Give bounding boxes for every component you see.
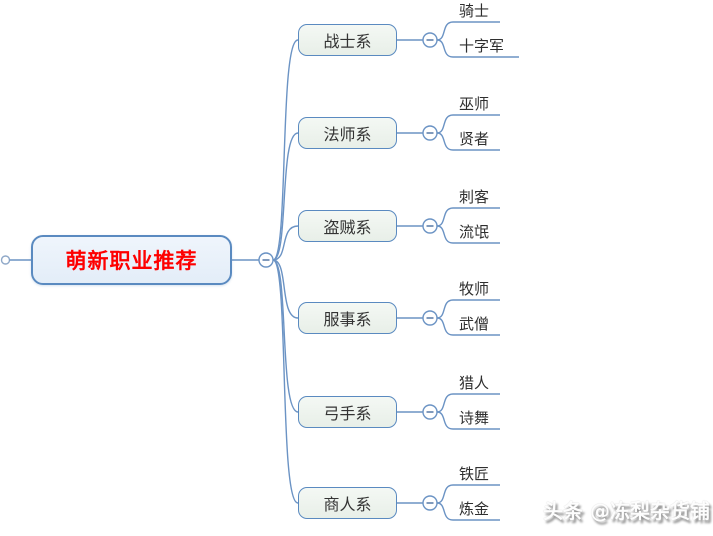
connector bbox=[436, 317, 500, 336]
branch-node-merchant[interactable]: 商人系 bbox=[298, 487, 397, 519]
leaf-node-knight[interactable]: 骑士 bbox=[459, 2, 490, 20]
root-node[interactable]: 萌新职业推荐 bbox=[31, 235, 232, 285]
connector bbox=[436, 39, 519, 58]
branch-node-thief[interactable]: 盗贼系 bbox=[298, 210, 397, 242]
connector bbox=[436, 411, 500, 430]
watermark: 头条 @冻梨杂货铺 bbox=[543, 499, 710, 523]
collapse-button-thief[interactable] bbox=[422, 218, 438, 234]
connector bbox=[272, 39, 299, 261]
collapse-button-acolyte[interactable] bbox=[422, 310, 438, 326]
branch-node-acolyte[interactable]: 服事系 bbox=[298, 302, 397, 334]
leaf-node-wizard[interactable]: 巫师 bbox=[459, 95, 490, 113]
collapse-button-merchant[interactable] bbox=[422, 495, 438, 511]
connector bbox=[272, 259, 299, 413]
leaf-node-bard-dancer[interactable]: 诗舞 bbox=[459, 409, 490, 427]
leaf-node-blacksmith[interactable]: 铁匠 bbox=[459, 465, 490, 483]
connector bbox=[436, 21, 500, 41]
connector bbox=[436, 484, 500, 504]
leaf-node-assassin[interactable]: 刺客 bbox=[459, 188, 490, 206]
leaf-node-alchemist[interactable]: 炼金 bbox=[459, 500, 490, 518]
connector bbox=[436, 132, 500, 151]
branch-node-mage[interactable]: 法师系 bbox=[298, 117, 397, 149]
leaf-node-sage[interactable]: 贤者 bbox=[459, 130, 490, 148]
collapse-button-warrior[interactable] bbox=[422, 32, 438, 48]
connector bbox=[272, 132, 299, 261]
collapse-button-root[interactable] bbox=[258, 252, 274, 268]
connector bbox=[436, 207, 500, 227]
connector bbox=[436, 299, 500, 319]
connector bbox=[272, 259, 299, 319]
leaf-node-monk[interactable]: 武僧 bbox=[459, 315, 490, 333]
connector bbox=[272, 259, 299, 504]
leaf-node-hunter[interactable]: 猎人 bbox=[459, 374, 490, 392]
leaf-node-rogue[interactable]: 流氓 bbox=[459, 223, 490, 241]
connector bbox=[436, 502, 500, 521]
connector bbox=[436, 225, 500, 244]
collapse-button-mage[interactable] bbox=[422, 125, 438, 141]
branch-node-warrior[interactable]: 战士系 bbox=[298, 24, 397, 56]
leaf-node-crusader[interactable]: 十字军 bbox=[459, 37, 505, 55]
connector bbox=[436, 114, 500, 134]
leaf-node-priest[interactable]: 牧师 bbox=[459, 280, 490, 298]
branch-node-archer[interactable]: 弓手系 bbox=[298, 396, 397, 428]
root-anchor-icon bbox=[0, 255, 11, 265]
connector bbox=[272, 225, 299, 261]
connector bbox=[436, 393, 500, 413]
collapse-button-archer[interactable] bbox=[422, 404, 438, 420]
